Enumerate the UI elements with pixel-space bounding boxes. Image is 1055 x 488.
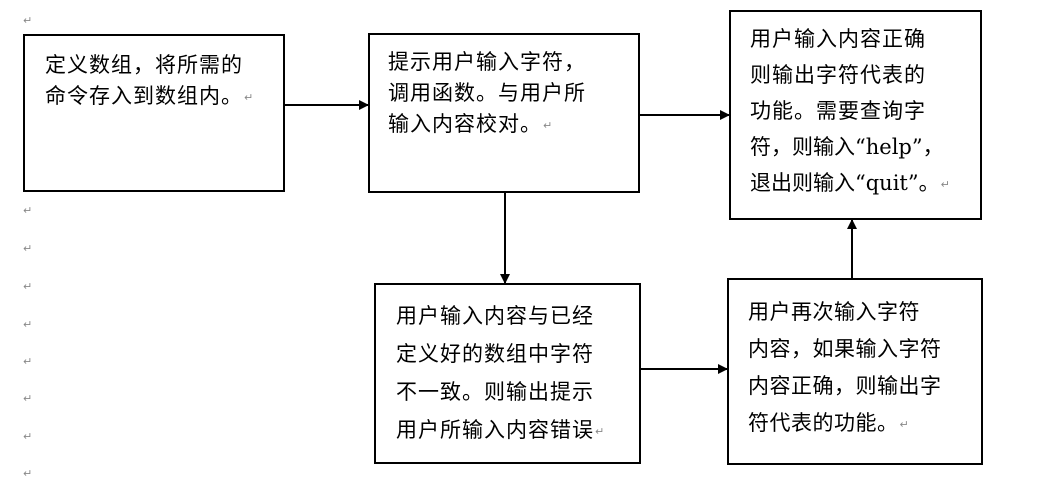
retry-line-3: 内容正确，则输出字: [748, 374, 942, 398]
mismatch-line-4: 用户所输入内容错误: [396, 418, 594, 442]
retry-line-4: 符代表的功能。: [748, 411, 899, 435]
paragraph-mark: ↵: [23, 467, 33, 480]
correct-line-3: 功能。需要查询字: [750, 99, 926, 123]
paragraph-mark: ↵: [23, 280, 33, 293]
paragraph-mark: ↵: [23, 355, 33, 368]
paragraph-mark: ↵: [23, 204, 33, 217]
paragraph-mark: ↵: [23, 242, 33, 255]
correct-input-text: 用户输入内容正确 则输出字符代表的 功能。需要查询字 符，则输入“help”， …: [750, 21, 950, 203]
mismatch-text: 用户输入内容与已经 定义好的数组中字符 不一致。则输出提示 用户所输入内容错误↵: [396, 297, 604, 451]
prompt-line-2: 调用函数。与用户所: [388, 81, 586, 105]
mismatch-line-2: 定义好的数组中字符: [396, 342, 594, 366]
define-line-1: 定义数组，将所需的: [45, 53, 243, 77]
mismatch-box: 用户输入内容与已经 定义好的数组中字符 不一致。则输出提示 用户所输入内容错误↵: [374, 283, 641, 464]
define-array-text: 定义数组，将所需的 命令存入到数组内。↵: [45, 50, 253, 113]
prompt-input-text: 提示用户输入字符， 调用函数。与用户所 输入内容校对。↵: [388, 47, 586, 141]
paragraph-mark: ↵: [595, 424, 605, 438]
prompt-line-3: 输入内容校对。: [388, 112, 542, 136]
paragraph-mark: ↵: [23, 318, 33, 331]
retry-line-1: 用户再次输入字符: [748, 300, 920, 324]
paragraph-mark: ↵: [940, 177, 950, 191]
paragraph-mark: ↵: [899, 418, 909, 431]
prompt-line-1: 提示用户输入字符，: [388, 50, 586, 74]
correct-line-5: 退出则输入“quit”。: [750, 171, 940, 195]
correct-line-4: 符，则输入“help”，: [750, 135, 944, 159]
paragraph-mark: ↵: [543, 119, 553, 132]
correct-line-1: 用户输入内容正确: [750, 27, 926, 51]
correct-line-2: 则输出字符代表的: [750, 63, 926, 87]
define-array-box: 定义数组，将所需的 命令存入到数组内。↵: [23, 34, 285, 192]
retry-line-2: 内容，如果输入字符: [748, 337, 942, 361]
mismatch-line-3: 不一致。则输出提示: [396, 380, 594, 404]
define-line-2: 命令存入到数组内。: [45, 84, 243, 108]
paragraph-mark: ↵: [23, 392, 33, 405]
retry-box: 用户再次输入字符 内容，如果输入字符 内容正确，则输出字 符代表的功能。↵: [727, 278, 983, 465]
correct-input-box: 用户输入内容正确 则输出字符代表的 功能。需要查询字 符，则输入“help”， …: [729, 10, 982, 220]
paragraph-mark: ↵: [244, 91, 254, 104]
retry-text: 用户再次输入字符 内容，如果输入字符 内容正确，则输出字 符代表的功能。↵: [748, 294, 942, 443]
paragraph-mark: ↵: [23, 430, 33, 443]
paragraph-mark: ↵: [23, 14, 33, 27]
mismatch-line-1: 用户输入内容与已经: [396, 304, 594, 328]
prompt-input-box: 提示用户输入字符， 调用函数。与用户所 输入内容校对。↵: [368, 33, 640, 193]
